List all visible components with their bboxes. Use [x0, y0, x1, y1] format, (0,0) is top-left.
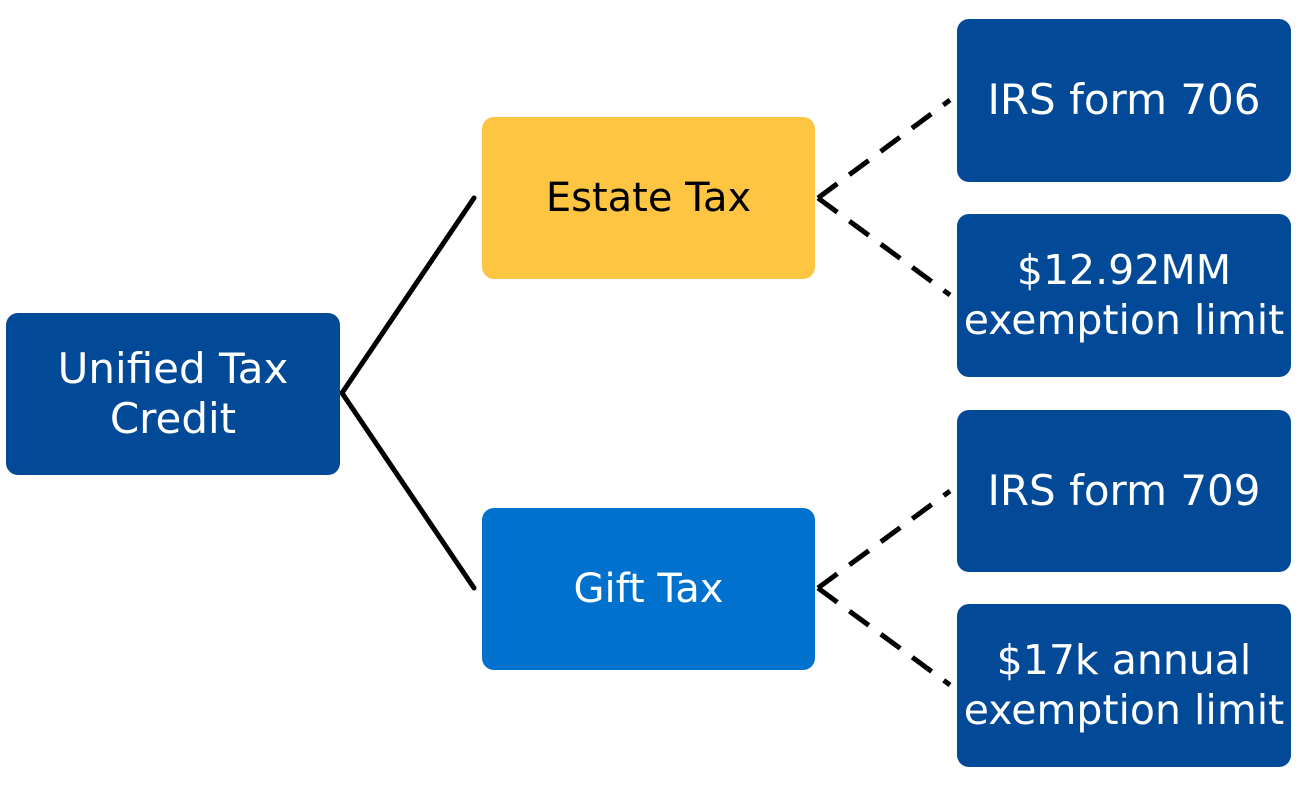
node-estate-tax-label: Estate Tax: [545, 175, 752, 221]
node-estate-exemption-limit-label: $12.92MM exemption limit: [963, 246, 1285, 344]
node-irs-form-706: IRS form 706: [957, 19, 1291, 182]
node-unified-tax-credit: Unified Tax Credit: [6, 313, 340, 475]
node-irs-form-709: IRS form 709: [957, 410, 1291, 572]
connector-root-gift: [339, 390, 477, 591]
node-estate-exemption-limit: $12.92MM exemption limit: [957, 214, 1291, 377]
node-gift-tax-label: Gift Tax: [573, 566, 724, 612]
node-unified-tax-credit-label: Unified Tax Credit: [57, 343, 289, 443]
node-gift-exemption-limit-label: $17k annual exemption limit: [963, 636, 1285, 734]
node-irs-form-706-label: IRS form 706: [987, 75, 1261, 125]
node-irs-form-709-label: IRS form 709: [987, 465, 1261, 515]
connector-gift-limit: [816, 585, 952, 688]
connector-estate-form706: [816, 97, 952, 201]
connector-root-estate: [339, 195, 477, 396]
connector-gift-form709: [816, 488, 952, 591]
node-gift-tax: Gift Tax: [482, 508, 815, 670]
node-estate-tax: Estate Tax: [482, 117, 815, 279]
node-gift-exemption-limit: $17k annual exemption limit: [957, 604, 1291, 767]
connector-estate-limit: [816, 195, 952, 298]
